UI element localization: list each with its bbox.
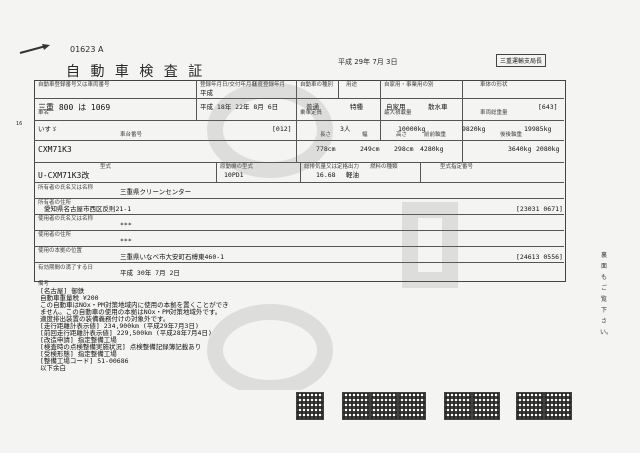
user-addr-value: *** [120,237,132,245]
first-reg-era: 平成 [200,89,213,97]
model-cat-label: 型式指定番号 [440,164,474,170]
engine-value: 10PD1 [224,171,244,179]
length-label: 長さ [320,132,332,138]
capacity-label: 乗車定員 [300,110,323,116]
first-year-label: 初度登録年月 [252,82,286,88]
remarks-line: [整備工場コード] 51-00686 [40,357,129,365]
owner-name-value: 三重県クリーンセンター [120,188,192,196]
body-shape-value: 散水車 [428,103,448,111]
private-business-value: 自家用 [386,103,406,111]
first-reg-date: 平成 18年 22年 8月 6日 [200,103,279,111]
remarks-line: 自動車重量税 ¥200 [40,294,99,302]
qr-code [516,392,544,420]
capacity-value: 3人 [340,125,351,133]
private-business-label: 自家用・事業用の別 [384,82,434,88]
qr-code [342,392,370,420]
base-value: 三重県いなべ市大安町石榑東460-1 [120,253,225,261]
qr-code [472,392,500,420]
base-label: 使用の本拠の位置 [38,248,83,254]
qr-code [398,392,426,420]
use-value: 特種 [350,103,363,111]
remarks-line: この自動車はNOx・PM対策地域内に使用の本拠を置くことができ [40,301,229,309]
name-code: [012] [272,125,292,133]
qr-code [370,392,398,420]
user-name-value: *** [120,221,132,229]
fuel-label: 燃料の種類 [370,164,398,170]
qr-code [296,392,324,420]
remarks-line: [受検形態] 指定整備工場 [40,350,117,358]
height-value: 298cm [394,145,414,153]
remarks-line: 適度排出装置の装備義務付けの対象外です。 [40,315,170,323]
plate-label: 自動車登録番号又は車両番号 [38,82,110,88]
side-note: 裏面もご覧下さい。 [600,252,613,336]
chassis-label: 車台番号 [120,132,143,138]
vehicle-kind-label: 自動車の種別 [300,82,334,88]
model-label: 型式 [100,164,112,170]
vehicle-kind-value: 普通 [306,103,319,111]
expiry-label: 有効期間の満了する日 [38,265,94,271]
body-shape-label: 車体の形状 [480,82,508,88]
remarks-line: [前回走行距離計表示値] 229,500km (平成28年7月4日) [40,329,212,337]
height-label: 高さ [396,132,408,138]
front-axle-label: 前前軸重 [424,132,447,138]
chassis-value: CXM71K3 [38,145,72,154]
name-label: 車名 [38,110,50,116]
expiry-value: 平成 30年 7月 2日 [120,269,180,277]
issue-date: 平成 29年 7月 3日 [338,58,398,66]
owner-addr-label: 所有者の住所 [38,200,72,206]
max-load-label: 最大積載量 [384,110,412,116]
axle-3-value: 3640kg [508,145,532,153]
remarks-line: 以下余白 [40,364,66,372]
user-name-label: 使用者の氏名又は名称 [38,216,94,222]
certificate-table [34,80,566,282]
qr-code [544,392,572,420]
issuer-stamp: 三重運輸支局長 [496,54,547,67]
remarks-line: [名古屋] 御鉄 [40,287,85,295]
first-reg-label: 登録年月日/交付年月日 [200,82,257,88]
remarks-line: [検査時の点検整備実施状況] 点検整備記録簿記載あり [40,343,202,351]
displacement-label: 総排気量又は定格出力 [304,164,360,170]
axle-4-value: 2080kg [536,145,560,153]
remarks-line: [走行距離計表示値] 234,900km (平成29年7月3日) [40,322,199,330]
remarks-label: 備考 [38,281,50,287]
weight-value: 9820kg [462,125,486,133]
width-value: 249cm [360,145,380,153]
plate-value: 三重 800 は 1069 [38,103,111,112]
max-load-value: 10000kg [398,125,426,133]
owner-addr-value: 愛知県名古屋市西区反則21-1 [44,205,132,213]
displacement-value: 16.68 [316,171,336,179]
owner-code: [23031 0671] [516,205,563,213]
remarks-line: ません。この自動車の使用の本拠はNOx・PM対策地域外です。 [40,308,222,316]
base-code: [24613 0556] [516,253,563,261]
remarks-line: [改造申請] 指定整備工場 [40,336,117,344]
arrow-icon [18,40,52,54]
length-value: 778cm [316,145,336,153]
name-value: いすゞ [38,125,58,133]
owner-name-label: 所有者の氏名又は名称 [38,185,94,191]
user-addr-label: 使用者の住所 [38,232,72,238]
use-label: 用途 [346,82,358,88]
gross-weight-label: 車両総重量 [480,110,508,116]
document-number: 01623 A [70,45,104,54]
model-value: U-CXM71K3改 [38,171,90,180]
fuel-value: 軽油 [346,171,359,179]
width-label: 幅 [362,132,368,138]
remarks-block: [名古屋] 御鉄 自動車重量税 ¥200 この自動車はNOx・PM対策地域内に使… [40,288,229,372]
axle-1-value: 4280kg [420,145,444,153]
gross-weight-value: 19985kg [524,125,552,133]
rear-axle-label: 後後軸重 [500,132,523,138]
left-margin-number: 16 [16,121,23,127]
qr-code [444,392,472,420]
page-title: 自 動 車 検 査 証 [66,64,206,80]
body-code: [643] [538,103,558,111]
engine-label: 原動機の型式 [220,164,254,170]
